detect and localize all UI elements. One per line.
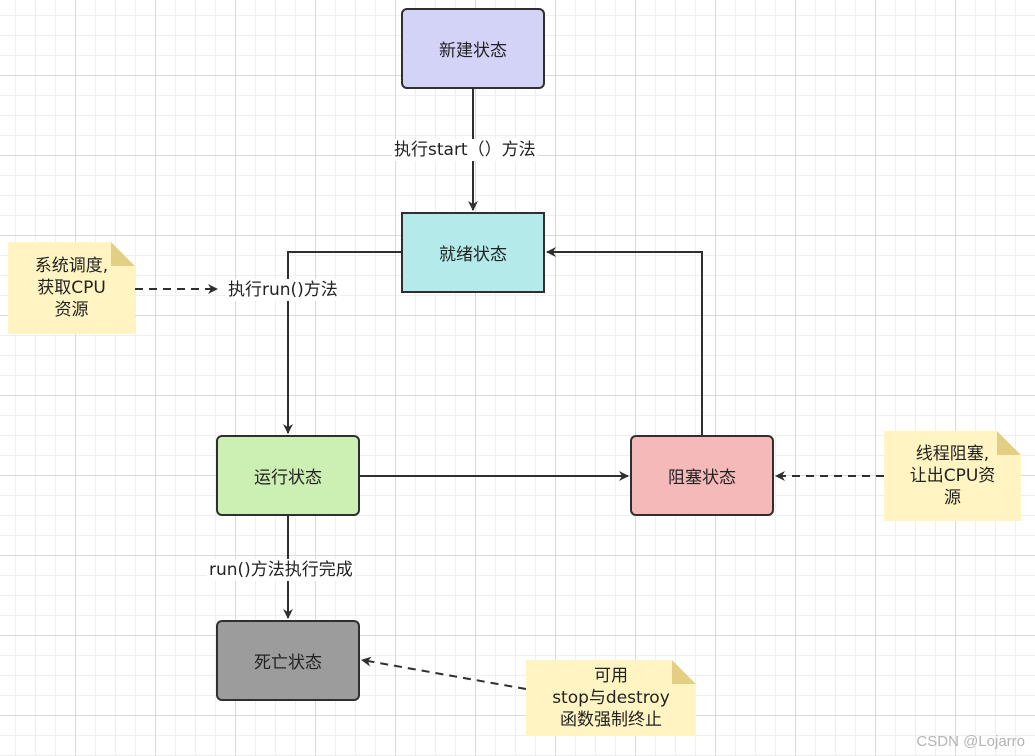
edge-blocked-to-ready [546, 247, 703, 435]
note-line: 源 [944, 488, 961, 508]
state-ready[interactable]: 就绪状态 [401, 212, 545, 293]
state-running[interactable]: 运行状态 [216, 435, 360, 516]
state-dead-label: 死亡状态 [254, 653, 322, 673]
state-ready-label: 就绪状态 [439, 245, 507, 265]
state-blocked-label: 阻塞状态 [668, 468, 736, 488]
state-blocked[interactable]: 阻塞状态 [630, 435, 774, 516]
state-new[interactable]: 新建状态 [401, 8, 545, 89]
state-new-label: 新建状态 [439, 41, 507, 61]
note-link-stop [361, 656, 527, 690]
note-stop[interactable]: 可用 stop与destroy 函数强制终止 [526, 660, 696, 736]
note-line: 资源 [54, 300, 89, 320]
edge-label-run-complete: run()方法执行完成 [207, 559, 355, 581]
note-line: 线程阻塞, [915, 444, 990, 464]
note-line: 获取CPU [37, 278, 106, 298]
note-line: 系统调度, [34, 256, 109, 276]
note-line: 让出CPU资 [909, 466, 996, 486]
note-block[interactable]: 线程阻塞, 让出CPU资 源 [884, 431, 1021, 521]
state-dead[interactable]: 死亡状态 [216, 620, 360, 701]
watermark: CSDN @Lojarro [916, 733, 1025, 750]
note-line: 可用 [594, 666, 628, 686]
edge-label-start: 执行start（）方法 [392, 139, 538, 161]
edge-ready-to-running [283, 251, 401, 434]
note-line: 函数强制终止 [560, 710, 662, 730]
note-scheduler[interactable]: 系统调度, 获取CPU 资源 [8, 242, 135, 334]
state-running-label: 运行状态 [254, 468, 322, 488]
note-line: stop与destroy [552, 688, 670, 708]
edge-label-run-method: 执行run()方法 [226, 279, 340, 301]
